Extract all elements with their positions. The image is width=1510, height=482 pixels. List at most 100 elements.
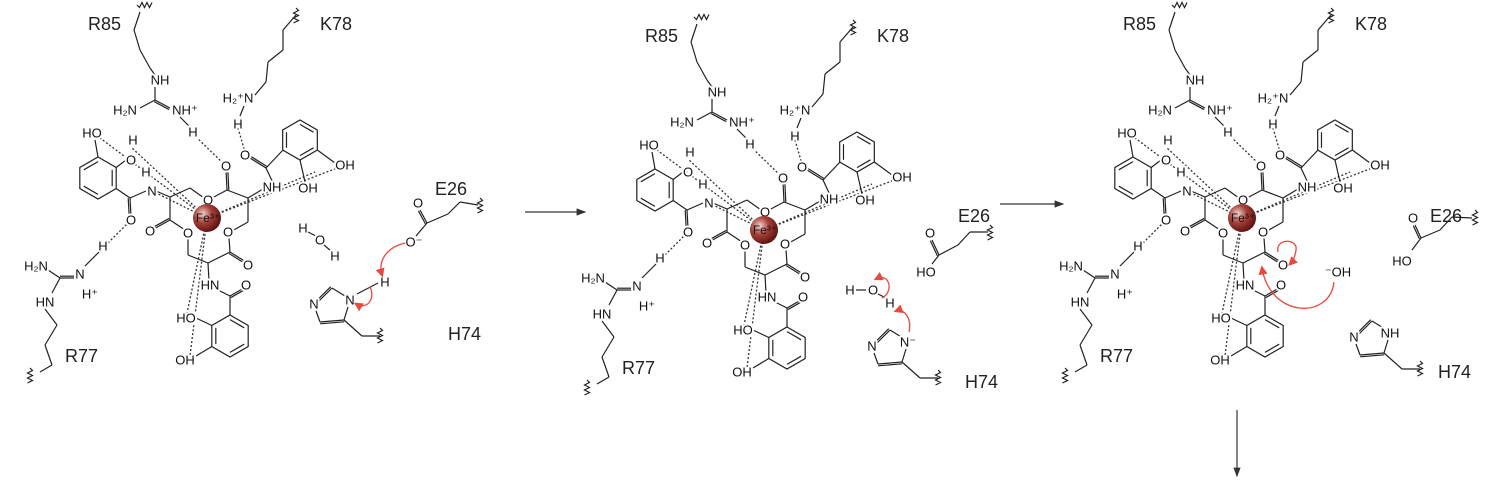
residue-label-R85: R85 [645, 26, 678, 46]
hydrogen-label: H [1176, 165, 1185, 180]
bond [1204, 187, 1226, 198]
amide-nh-label: NH [1298, 180, 1317, 195]
amide-nitrogen-label: N [1182, 184, 1191, 199]
wavy-bond-icon [26, 367, 34, 384]
r85-amine-label: H₂N [113, 103, 137, 118]
double-bond [684, 210, 687, 229]
bond [39, 364, 53, 373]
bond [169, 219, 186, 231]
bond [1086, 277, 1096, 294]
wavy-bond-icon [986, 224, 994, 241]
r77-nitrogen-label: N [1110, 267, 1119, 282]
bond [783, 201, 806, 211]
amide-nitrogen-label: N [704, 196, 713, 211]
bond [426, 213, 449, 224]
r77-nitrogen-label: N [75, 267, 84, 282]
carbonyl-oxygen-label: O [1180, 224, 1190, 239]
benzene-ring-icon [1317, 119, 1353, 161]
e26-carboxyl-label: HO [1392, 254, 1412, 269]
bond [1222, 254, 1244, 264]
r77-hplus-label: H⁺ [1117, 287, 1133, 302]
double-bond [787, 301, 803, 311]
hydrogen-label: H [128, 133, 137, 148]
wavy-bond-icon [1061, 367, 1069, 384]
bond [901, 348, 907, 363]
carbonyl-oxygen-label: O [1276, 278, 1286, 293]
bond [1252, 289, 1266, 297]
coordination-bond [149, 189, 208, 219]
bond [217, 289, 231, 297]
bond [1261, 189, 1284, 199]
bond [752, 329, 770, 339]
bond [824, 61, 841, 75]
bond [1214, 116, 1226, 128]
wavy-bond-icon [476, 197, 484, 214]
bond [1074, 364, 1088, 373]
wavy-bond-icon [1471, 209, 1479, 226]
bond [44, 324, 58, 346]
bond [1359, 352, 1385, 356]
hydroxyl-label: OH [298, 181, 318, 196]
bond [319, 319, 345, 323]
r77-nh-label: HN [593, 307, 612, 322]
k78-hydrogen-label: H [790, 129, 799, 144]
wavy-bond-icon [934, 369, 942, 386]
bond [1358, 320, 1373, 335]
hydrogen-bond [794, 139, 803, 165]
double-bond [1360, 354, 1385, 358]
amide-nh-label: NH [263, 180, 282, 195]
aromatic-bond [83, 185, 99, 195]
bond [151, 219, 171, 231]
bond [139, 99, 156, 109]
benzene-ring-icon [282, 119, 318, 161]
coordination-bond [189, 217, 208, 357]
wavy-bond-icon [1416, 360, 1424, 377]
bond [1334, 159, 1341, 183]
bond [1129, 139, 1134, 158]
bond [187, 254, 209, 264]
oxygen-label: O [126, 153, 136, 168]
carbonyl-oxygen-label: O [221, 159, 231, 174]
histidine-n3-label: N [309, 297, 318, 312]
bond [179, 116, 191, 128]
hydrogen-bond [1227, 133, 1261, 166]
r85-nh-label: NH [151, 73, 170, 88]
hydroxyl-label: HO [176, 311, 196, 326]
bond [229, 251, 247, 263]
coordination-bond [742, 229, 765, 331]
bond [706, 79, 713, 88]
bond [764, 263, 788, 276]
bond [226, 189, 249, 199]
bond [1300, 61, 1304, 83]
bond [195, 317, 213, 327]
r77-nh-label: HN [36, 295, 55, 310]
residue-label-K78: K78 [1355, 14, 1387, 34]
bond [419, 209, 428, 224]
bond [877, 293, 887, 299]
arrow-carbonyl-to-oxygen [1277, 240, 1298, 266]
r85-nh-label: NH [1186, 73, 1205, 88]
wavy-bond-icon [583, 379, 591, 396]
r85-amine-label: H₂N [1148, 103, 1172, 118]
r85-amine-label: H₂N [670, 115, 694, 130]
coordination-bond [206, 171, 316, 219]
wavy-bond-icon [1171, 1, 1188, 9]
bond [1246, 189, 1263, 199]
hydroxyl-label: OH [175, 353, 195, 368]
bond [672, 171, 684, 180]
bond [672, 200, 688, 211]
e26-carbonyl-label: O [925, 226, 935, 241]
histidine-n1-label: NH [1381, 326, 1400, 341]
residue-label-R85: R85 [88, 14, 121, 34]
k78-hydrogen-label: H [1268, 117, 1277, 132]
bond [282, 14, 297, 31]
coordination-bond [1241, 164, 1381, 219]
bond [608, 289, 618, 306]
hydroxyl-label: OH [855, 193, 875, 208]
double-bond [153, 101, 170, 111]
h74-proton-label: H [380, 275, 389, 290]
bond [774, 301, 788, 309]
aromatic-bond [229, 343, 245, 353]
